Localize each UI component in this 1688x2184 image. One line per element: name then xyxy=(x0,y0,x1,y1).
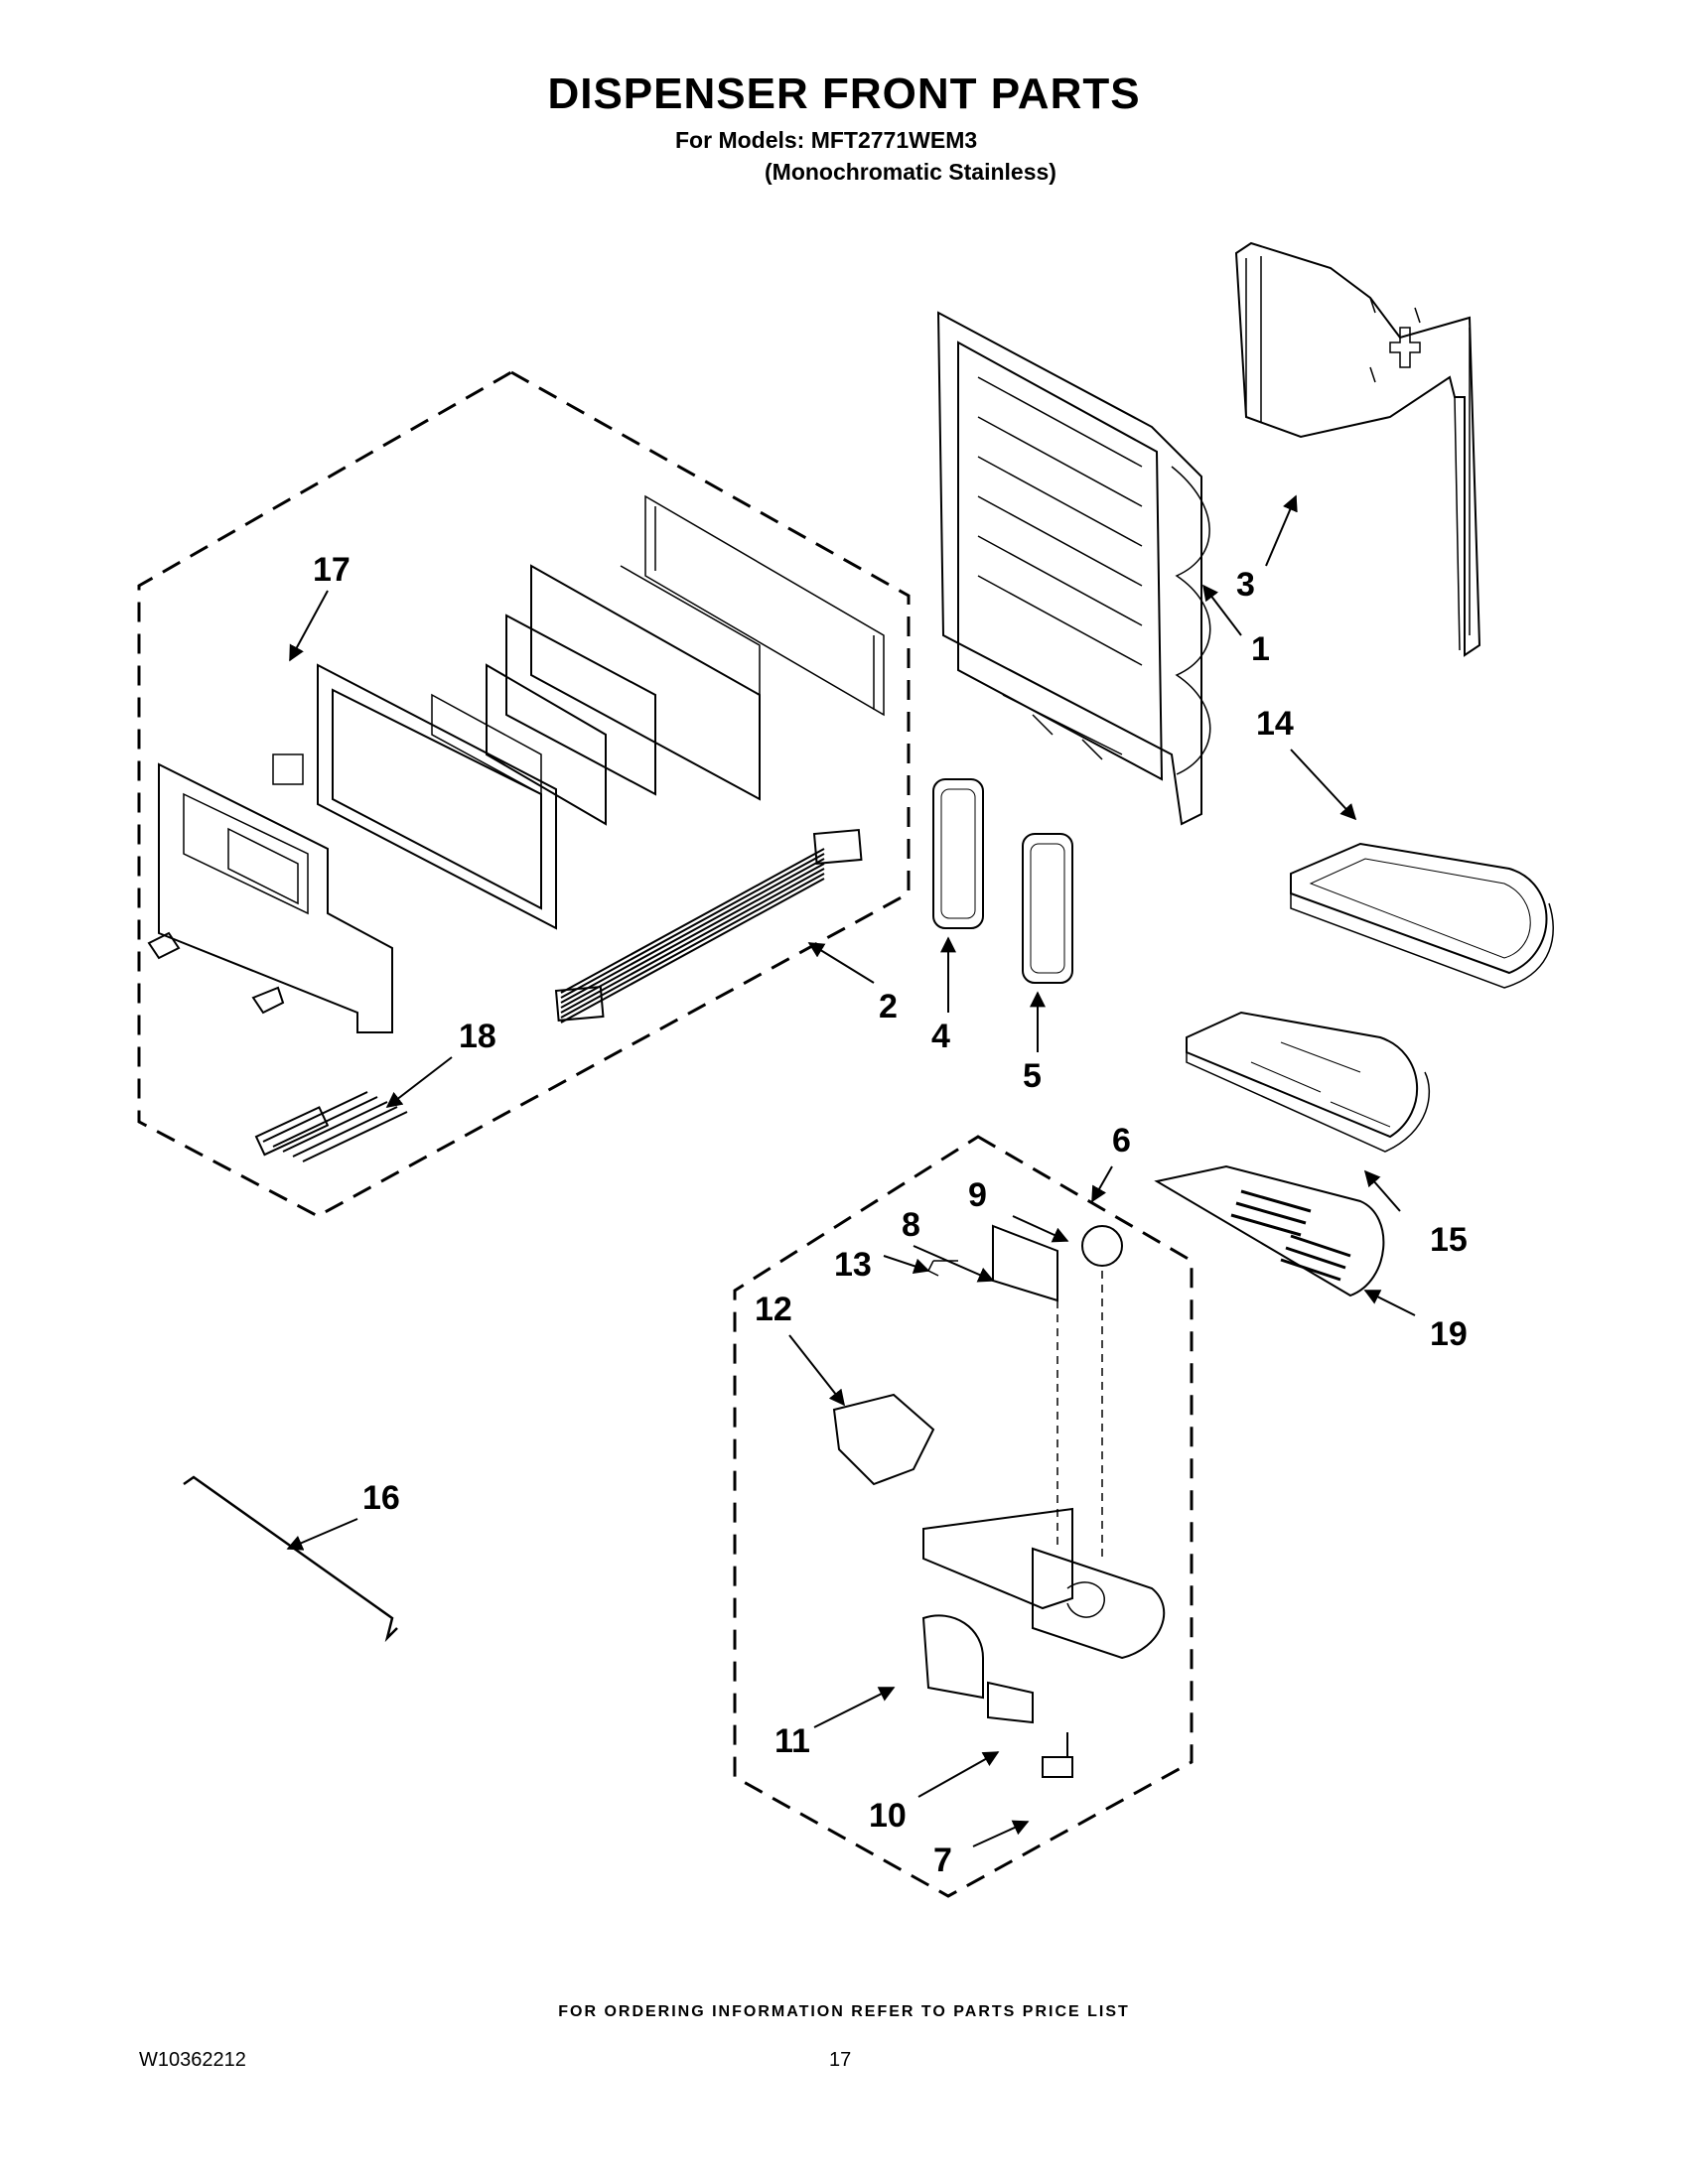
callout-16: 16 xyxy=(362,1479,400,1517)
screws xyxy=(147,931,285,1015)
callout-4: 4 xyxy=(931,1018,950,1055)
part-14-tray xyxy=(1290,842,1554,989)
callout-18: 18 xyxy=(459,1018,496,1055)
part-3-cover xyxy=(1234,241,1481,657)
variant-line: (Monochromatic Stainless) xyxy=(765,159,1056,185)
callout-3: 3 xyxy=(1236,566,1255,604)
callout-7: 7 xyxy=(933,1842,952,1879)
callout-15: 15 xyxy=(1430,1221,1468,1259)
callout-9: 9 xyxy=(968,1176,987,1214)
callout-1: 1 xyxy=(1251,630,1270,668)
callout-12: 12 xyxy=(755,1291,792,1328)
callout-numbers: 1 2 3 4 5 6 7 8 9 10 11 12 13 14 15 16 1… xyxy=(313,551,1468,1879)
part-19-grille xyxy=(1154,1164,1385,1297)
leader-arrows xyxy=(286,494,1416,1847)
callout-5: 5 xyxy=(1023,1057,1042,1095)
dispenser-assembly-outline xyxy=(733,1135,1194,1898)
callout-14: 14 xyxy=(1256,705,1294,743)
callout-13: 13 xyxy=(834,1246,872,1284)
part-2-ribbon-cable xyxy=(554,828,863,1024)
callout-11: 11 xyxy=(774,1722,810,1760)
callout-8: 8 xyxy=(902,1206,920,1244)
callout-19: 19 xyxy=(1430,1315,1468,1353)
callout-17: 17 xyxy=(313,551,351,589)
part-5-light-cover xyxy=(1022,833,1073,984)
ordering-note: FOR ORDERING INFORMATION REFER TO PARTS … xyxy=(558,2003,1130,2020)
dispenser-assembly-parts xyxy=(832,1224,1166,1778)
callout-6: 6 xyxy=(1112,1122,1131,1160)
callout-10: 10 xyxy=(869,1797,907,1835)
part-18-ribbon-cable xyxy=(254,1091,408,1162)
page-number: 17 xyxy=(829,2049,852,2071)
document-id: W10362212 xyxy=(139,2049,246,2071)
part-4-light-cover xyxy=(932,778,984,929)
control-panel-parts xyxy=(158,494,885,1033)
part-15-tray-base xyxy=(1186,1011,1431,1153)
part-16-wire xyxy=(183,1475,398,1643)
part-1-housing xyxy=(936,311,1211,826)
control-assembly-outline xyxy=(137,370,911,1218)
models-line: For Models: MFT2771WEM3 xyxy=(675,127,978,153)
page-title: DISPENSER FRONT PARTS xyxy=(547,69,1141,118)
callout-2: 2 xyxy=(879,988,898,1025)
